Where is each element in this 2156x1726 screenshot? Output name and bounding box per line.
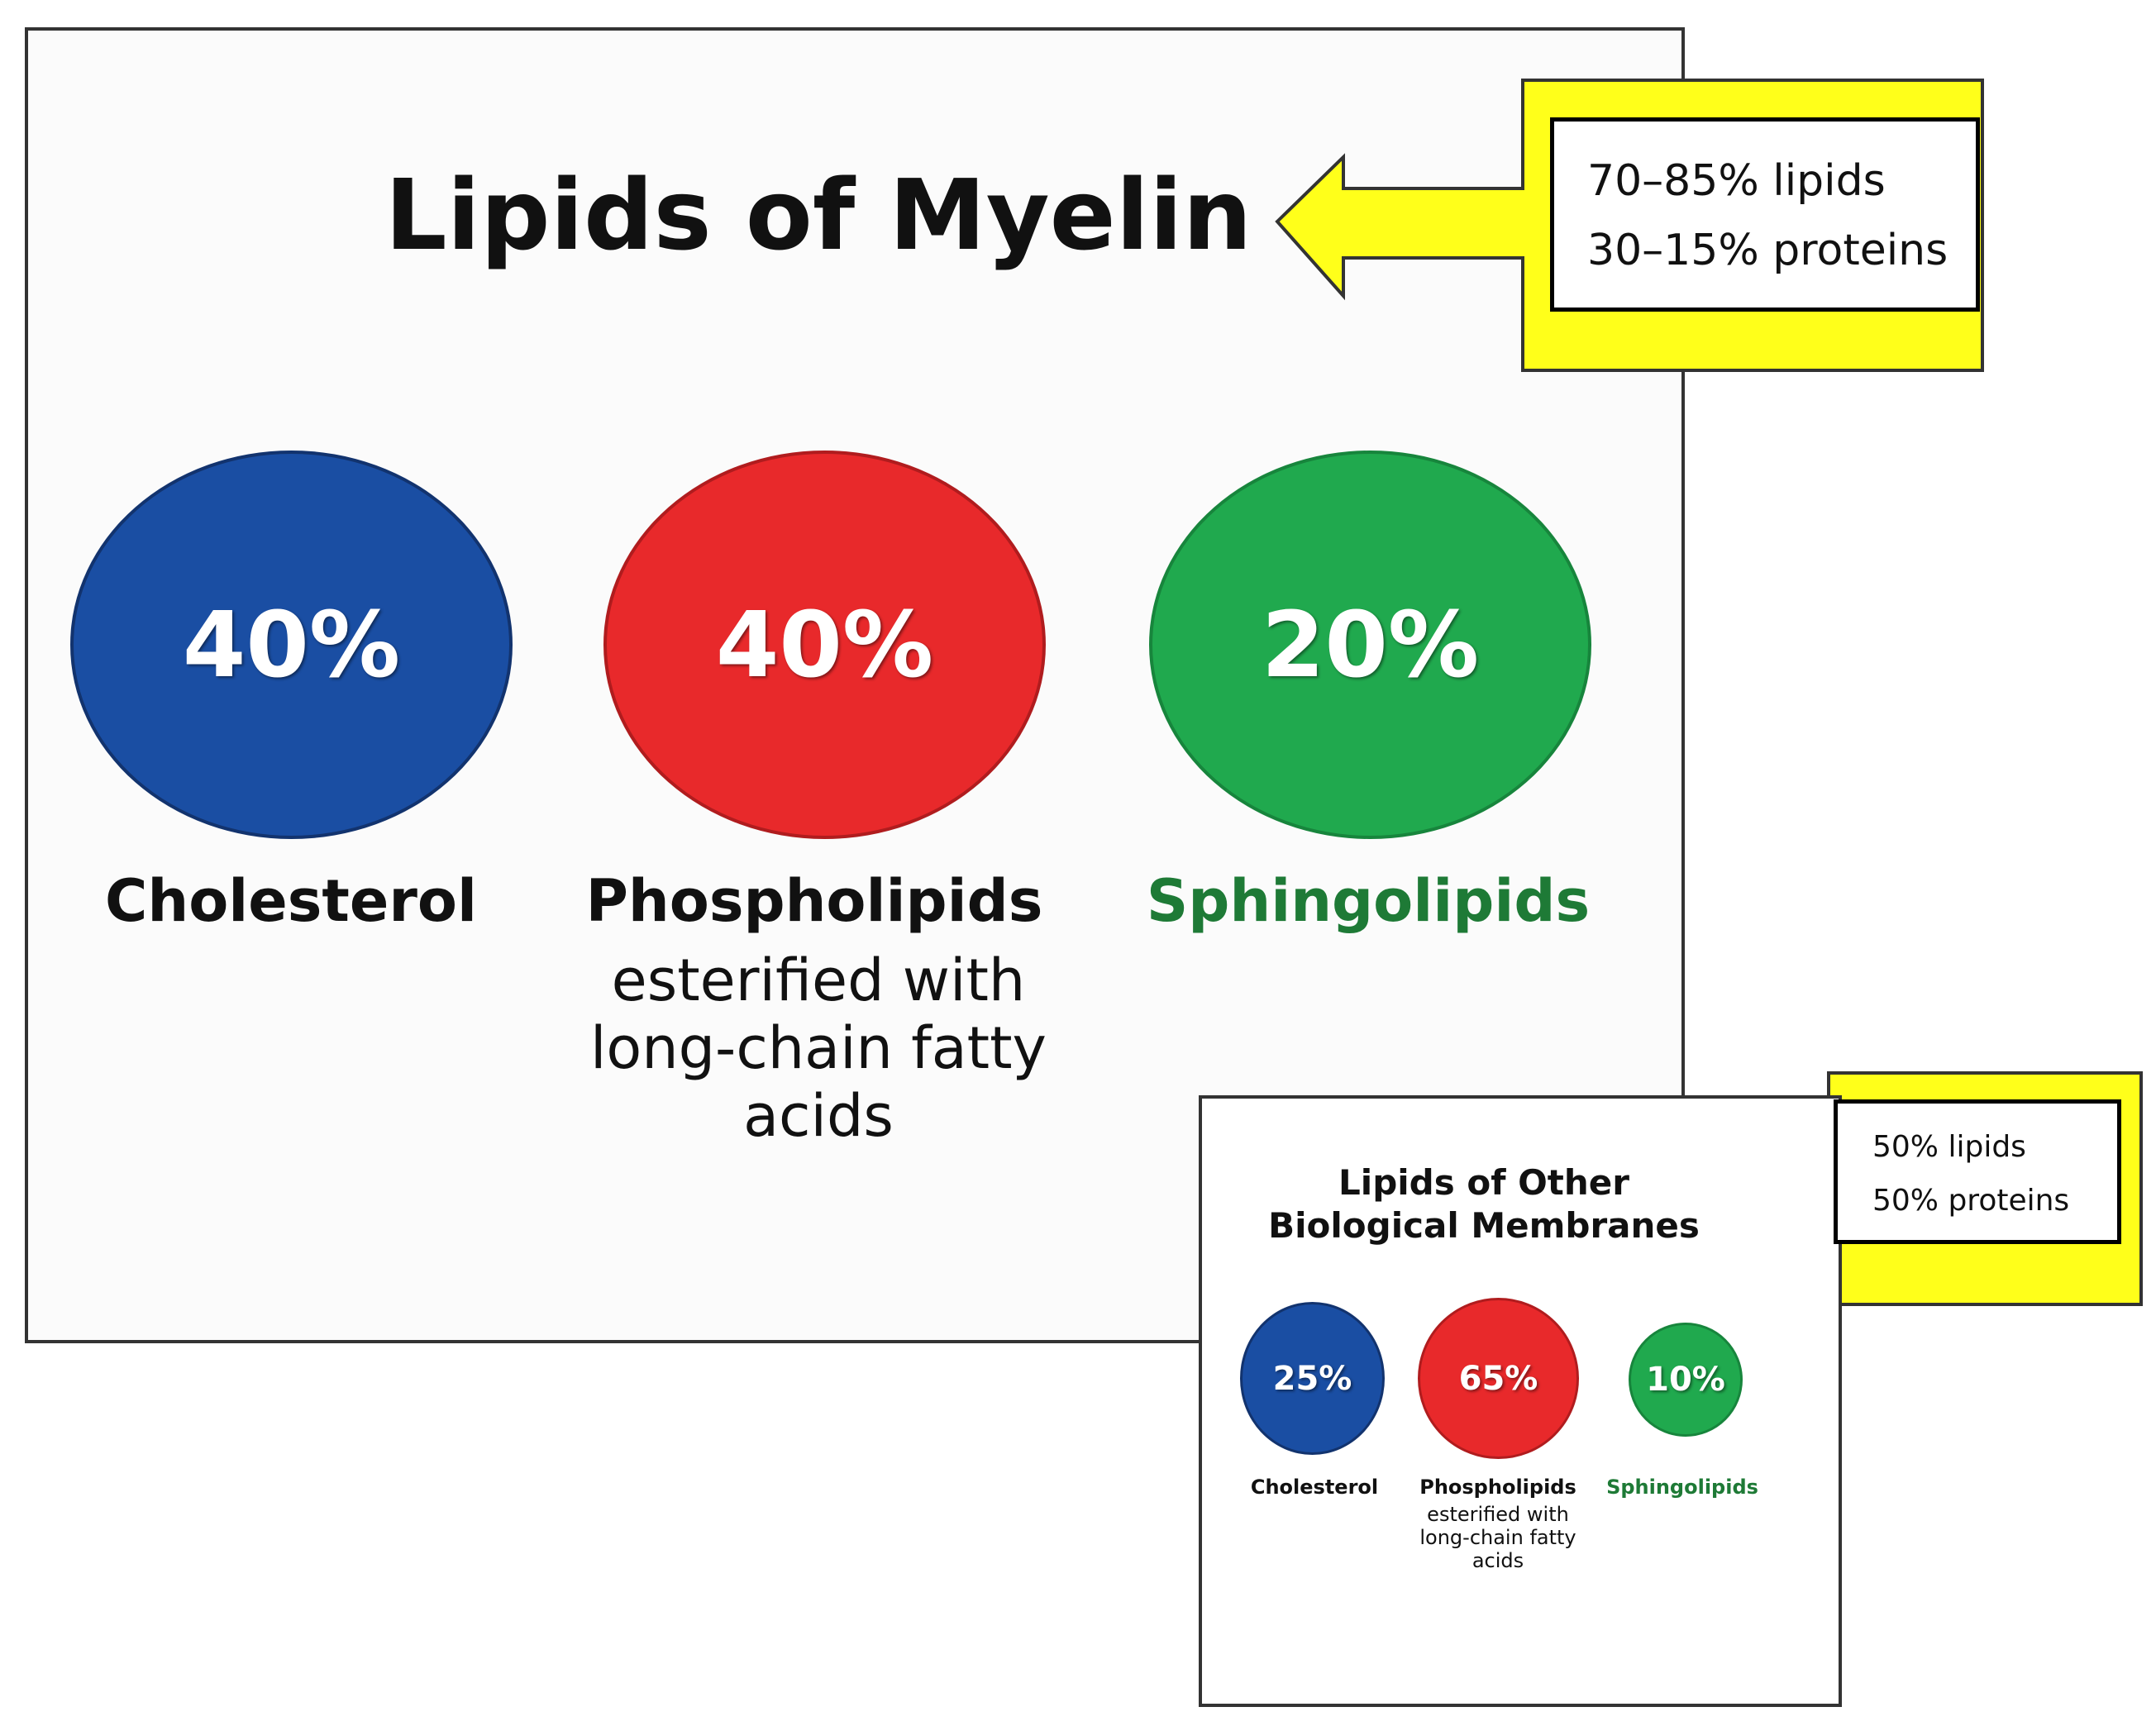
other-proteins-line: 50% proteins: [1872, 1184, 2070, 1218]
other-cholesterol-circle: 25%: [1240, 1302, 1385, 1455]
myelin-composition-note: 70–85% lipids 30–15% proteins: [1550, 117, 1980, 312]
other-sphingolipids-circle: 10%: [1629, 1323, 1743, 1437]
other-membranes-title: Lipids of Other Biological Membranes: [1268, 1162, 1700, 1246]
myelin-phospholipids-sub: esterified with long-chain fatty acids: [589, 946, 1047, 1150]
myelin-sphingolipids-value: 20%: [1261, 592, 1480, 698]
other-cholesterol-label: Cholesterol: [1250, 1476, 1379, 1499]
myelin-cholesterol-value: 40%: [182, 592, 401, 698]
other-composition-note: 50% lipids 50% proteins: [1834, 1099, 2121, 1244]
myelin-cholesterol-label: Cholesterol: [105, 867, 477, 935]
myelin-phospholipids-circle: 40%: [603, 451, 1046, 839]
other-cholesterol-value: 25%: [1272, 1359, 1352, 1398]
other-phospholipids-label: Phospholipids: [1419, 1476, 1576, 1499]
other-sphingolipids-label: Sphingolipids: [1606, 1476, 1758, 1499]
myelin-title: Lipids of Myelin: [384, 158, 1252, 272]
myelin-lipids-line: 70–85% lipids: [1587, 156, 1886, 206]
other-lipids-line: 50% lipids: [1872, 1130, 2026, 1164]
other-sphingolipids-value: 10%: [1646, 1361, 1725, 1399]
myelin-sphingolipids-circle: 20%: [1149, 451, 1591, 839]
other-phospholipids-sub: esterified with long-chain fatty acids: [1419, 1503, 1576, 1572]
myelin-sphingolipids-label: Sphingolipids: [1146, 867, 1591, 935]
myelin-proteins-line: 30–15% proteins: [1587, 226, 1949, 275]
myelin-phospholipids-value: 40%: [715, 592, 934, 698]
other-phospholipids-value: 65%: [1458, 1359, 1538, 1398]
myelin-phospholipids-label: Phospholipids: [585, 867, 1043, 935]
other-phospholipids-circle: 65%: [1418, 1298, 1579, 1459]
myelin-cholesterol-circle: 40%: [70, 451, 513, 839]
